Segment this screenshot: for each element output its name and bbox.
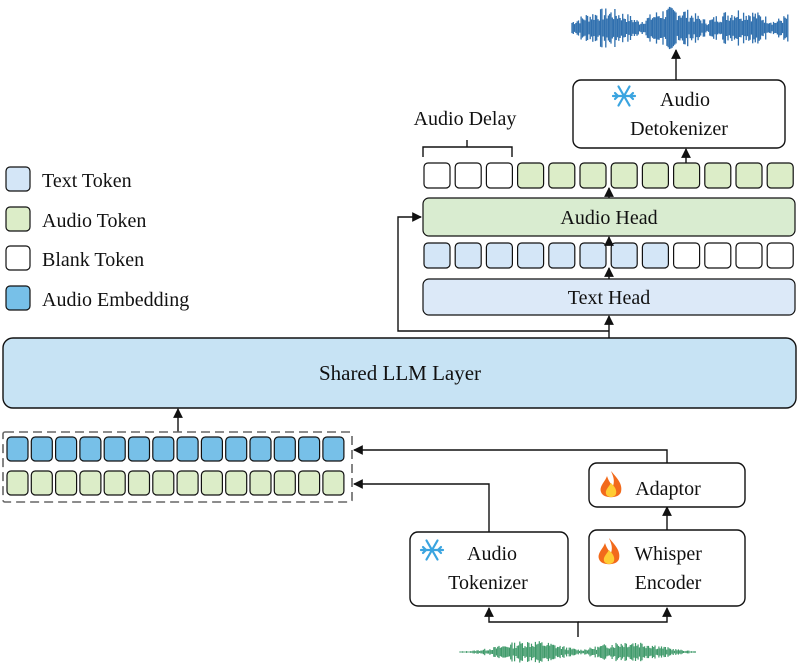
detokenizer-label-line2: Detokenizer [630, 118, 728, 140]
audio-token [322, 470, 345, 496]
audio-token [735, 162, 763, 189]
legend: Text Token Audio Token Blank Token Audio… [5, 166, 189, 311]
detokenizer-label-line1: Audio [660, 89, 710, 111]
legend-item-text-token: Text Token [5, 166, 132, 192]
audio-head-label: Audio Head [560, 207, 657, 229]
legend-item-blank-token: Blank Token [5, 245, 144, 271]
audio-token [672, 162, 701, 189]
text-token [516, 242, 545, 269]
embed-token [298, 436, 321, 462]
blank-token [454, 162, 482, 189]
audio-token [54, 470, 78, 496]
embed-token [322, 436, 345, 462]
audio-token [273, 470, 296, 496]
embed-token [225, 436, 248, 462]
text-head-output-tokens [423, 242, 794, 269]
audio-token [79, 470, 102, 496]
legend-item-audio-token: Audio Token [5, 206, 146, 232]
audio-token [766, 162, 794, 189]
audio-token [30, 470, 53, 496]
text-token [454, 242, 482, 269]
audio-token [548, 162, 576, 189]
legend-label: Audio Token [42, 210, 146, 232]
blank-token [423, 162, 451, 189]
blank-token [485, 162, 513, 189]
whisper-encoder-block: Whisper Encoder [588, 529, 746, 607]
legend-label: Text Token [42, 170, 132, 192]
fire-icon [598, 538, 620, 565]
embed-token [30, 436, 53, 462]
audio-token [641, 162, 670, 189]
fire-icon [600, 471, 622, 498]
embed-token [79, 436, 102, 462]
blank-token [766, 242, 794, 269]
text-token [548, 242, 576, 269]
legend-label: Audio Embedding [42, 289, 189, 311]
embed-token [249, 436, 272, 462]
embed-token [127, 436, 151, 462]
audio-tokenizer-block: Audio Tokenizer [409, 531, 569, 607]
output-waveform [571, 6, 789, 50]
text-token [485, 242, 513, 269]
audio-token [127, 470, 151, 496]
snowflake-icon [419, 539, 445, 561]
connectors [173, 49, 691, 637]
snowflake-icon [611, 85, 637, 107]
embed-token [176, 436, 199, 462]
embed-token [103, 436, 126, 462]
embed-token [54, 436, 78, 462]
audio-token [610, 162, 638, 189]
input-waveform [459, 641, 696, 663]
audio-delay-bracket: Audio Delay [414, 108, 517, 157]
audio-token [249, 470, 272, 496]
adaptor-block: Adaptor [588, 462, 746, 508]
text-head-block: Text Head [422, 278, 796, 316]
shared-llm-layer-block: Shared LLM Layer [2, 337, 797, 409]
text-token [423, 242, 451, 269]
embed-token [152, 436, 175, 462]
text-head-label: Text Head [568, 287, 650, 309]
whisper-encoder-label-line2: Encoder [635, 572, 702, 594]
text-token [641, 242, 670, 269]
audio-detokenizer-block: Audio Detokenizer [572, 79, 786, 149]
audio-token [200, 470, 223, 496]
shared-llm-label: Shared LLM Layer [319, 361, 481, 385]
audio-token [298, 470, 321, 496]
audio-head-output-tokens [423, 162, 794, 189]
blank-token [704, 242, 732, 269]
blank-token [672, 242, 701, 269]
audio-token [225, 470, 248, 496]
audio-token [516, 162, 545, 189]
embed-token [6, 436, 29, 462]
legend-label: Blank Token [42, 249, 144, 271]
text-token [579, 242, 607, 269]
audio-tokenizer-label-line1: Audio [467, 543, 517, 565]
audio-token [152, 470, 175, 496]
audio-token [103, 470, 126, 496]
adaptor-label: Adaptor [635, 478, 701, 500]
whisper-encoder-label-line1: Whisper [634, 543, 702, 565]
audio-head-block: Audio Head [422, 197, 796, 237]
embed-token [200, 436, 223, 462]
input-audio-embeddings [6, 436, 345, 462]
audio-token [6, 470, 29, 496]
audio-delay-label: Audio Delay [414, 108, 517, 130]
audio-token [704, 162, 732, 189]
embed-token [273, 436, 296, 462]
legend-item-audio-embedding: Audio Embedding [5, 285, 189, 311]
input-tokens-frame [2, 431, 353, 503]
text-token [610, 242, 638, 269]
input-audio-tokens [6, 470, 345, 496]
audio-token [579, 162, 607, 189]
audio-token [176, 470, 199, 496]
blank-token [735, 242, 763, 269]
audio-tokenizer-label-line2: Tokenizer [448, 572, 528, 594]
